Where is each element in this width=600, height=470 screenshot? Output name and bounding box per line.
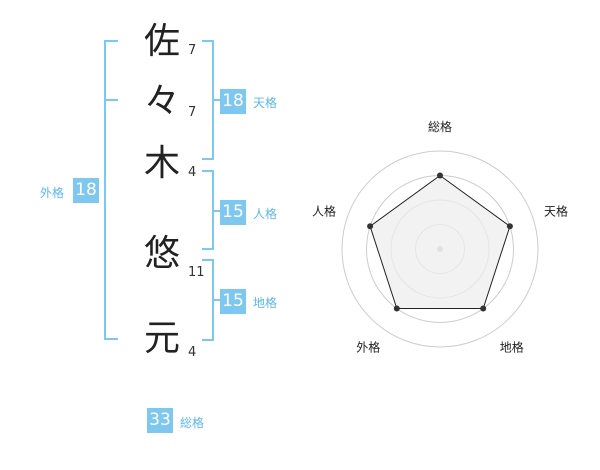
tenkaku-tick bbox=[212, 99, 220, 101]
gaikaku-label: 外格 bbox=[40, 186, 65, 200]
radar-point-1 bbox=[437, 172, 443, 179]
radar-axis-label-2: 天格 bbox=[544, 203, 568, 218]
radar-point-5 bbox=[367, 223, 374, 230]
radar-series-polygon bbox=[369, 174, 511, 309]
chikaku-tick bbox=[212, 299, 220, 301]
jinkaku-label: 人格 bbox=[253, 207, 278, 221]
radar-point-3 bbox=[480, 305, 487, 312]
name-char-3: 木 bbox=[143, 143, 180, 184]
radar-point-2 bbox=[506, 223, 513, 230]
jinkaku-value: 15 bbox=[220, 200, 246, 225]
jinkaku-tick bbox=[212, 210, 220, 212]
soukaku-value: 33 bbox=[147, 408, 173, 433]
name-char-2: 々 bbox=[143, 81, 180, 122]
radar-axis-label-5: 人格 bbox=[312, 203, 336, 218]
soukaku-label: 総格 bbox=[180, 416, 205, 430]
stroke-count-1: 7 bbox=[188, 43, 197, 58]
radar-point-4 bbox=[393, 305, 400, 312]
radar-grid-ring bbox=[341, 150, 539, 348]
name-char-1: 佐 bbox=[143, 21, 180, 62]
gaikaku-bracket-mid bbox=[104, 99, 118, 101]
gaikaku-bracket bbox=[104, 40, 118, 340]
radar-axis-label-3: 地格 bbox=[500, 340, 524, 355]
tenkaku-label: 天格 bbox=[253, 96, 278, 110]
name-char-5: 元 bbox=[143, 318, 180, 359]
chikaku-label: 地格 bbox=[253, 296, 278, 310]
stroke-count-5: 4 bbox=[188, 345, 197, 360]
stroke-count-3: 4 bbox=[188, 165, 197, 180]
radar-axis-label-4: 外格 bbox=[356, 340, 380, 355]
gaikaku-value: 18 bbox=[73, 178, 99, 203]
chikaku-value: 15 bbox=[220, 289, 246, 314]
stroke-count-4: 11 bbox=[188, 265, 205, 280]
tenkaku-value: 18 bbox=[220, 89, 246, 114]
name-char-4: 悠 bbox=[143, 233, 180, 274]
stroke-count-2: 7 bbox=[188, 105, 197, 120]
radar-axis-label-1: 総格 bbox=[428, 119, 452, 134]
